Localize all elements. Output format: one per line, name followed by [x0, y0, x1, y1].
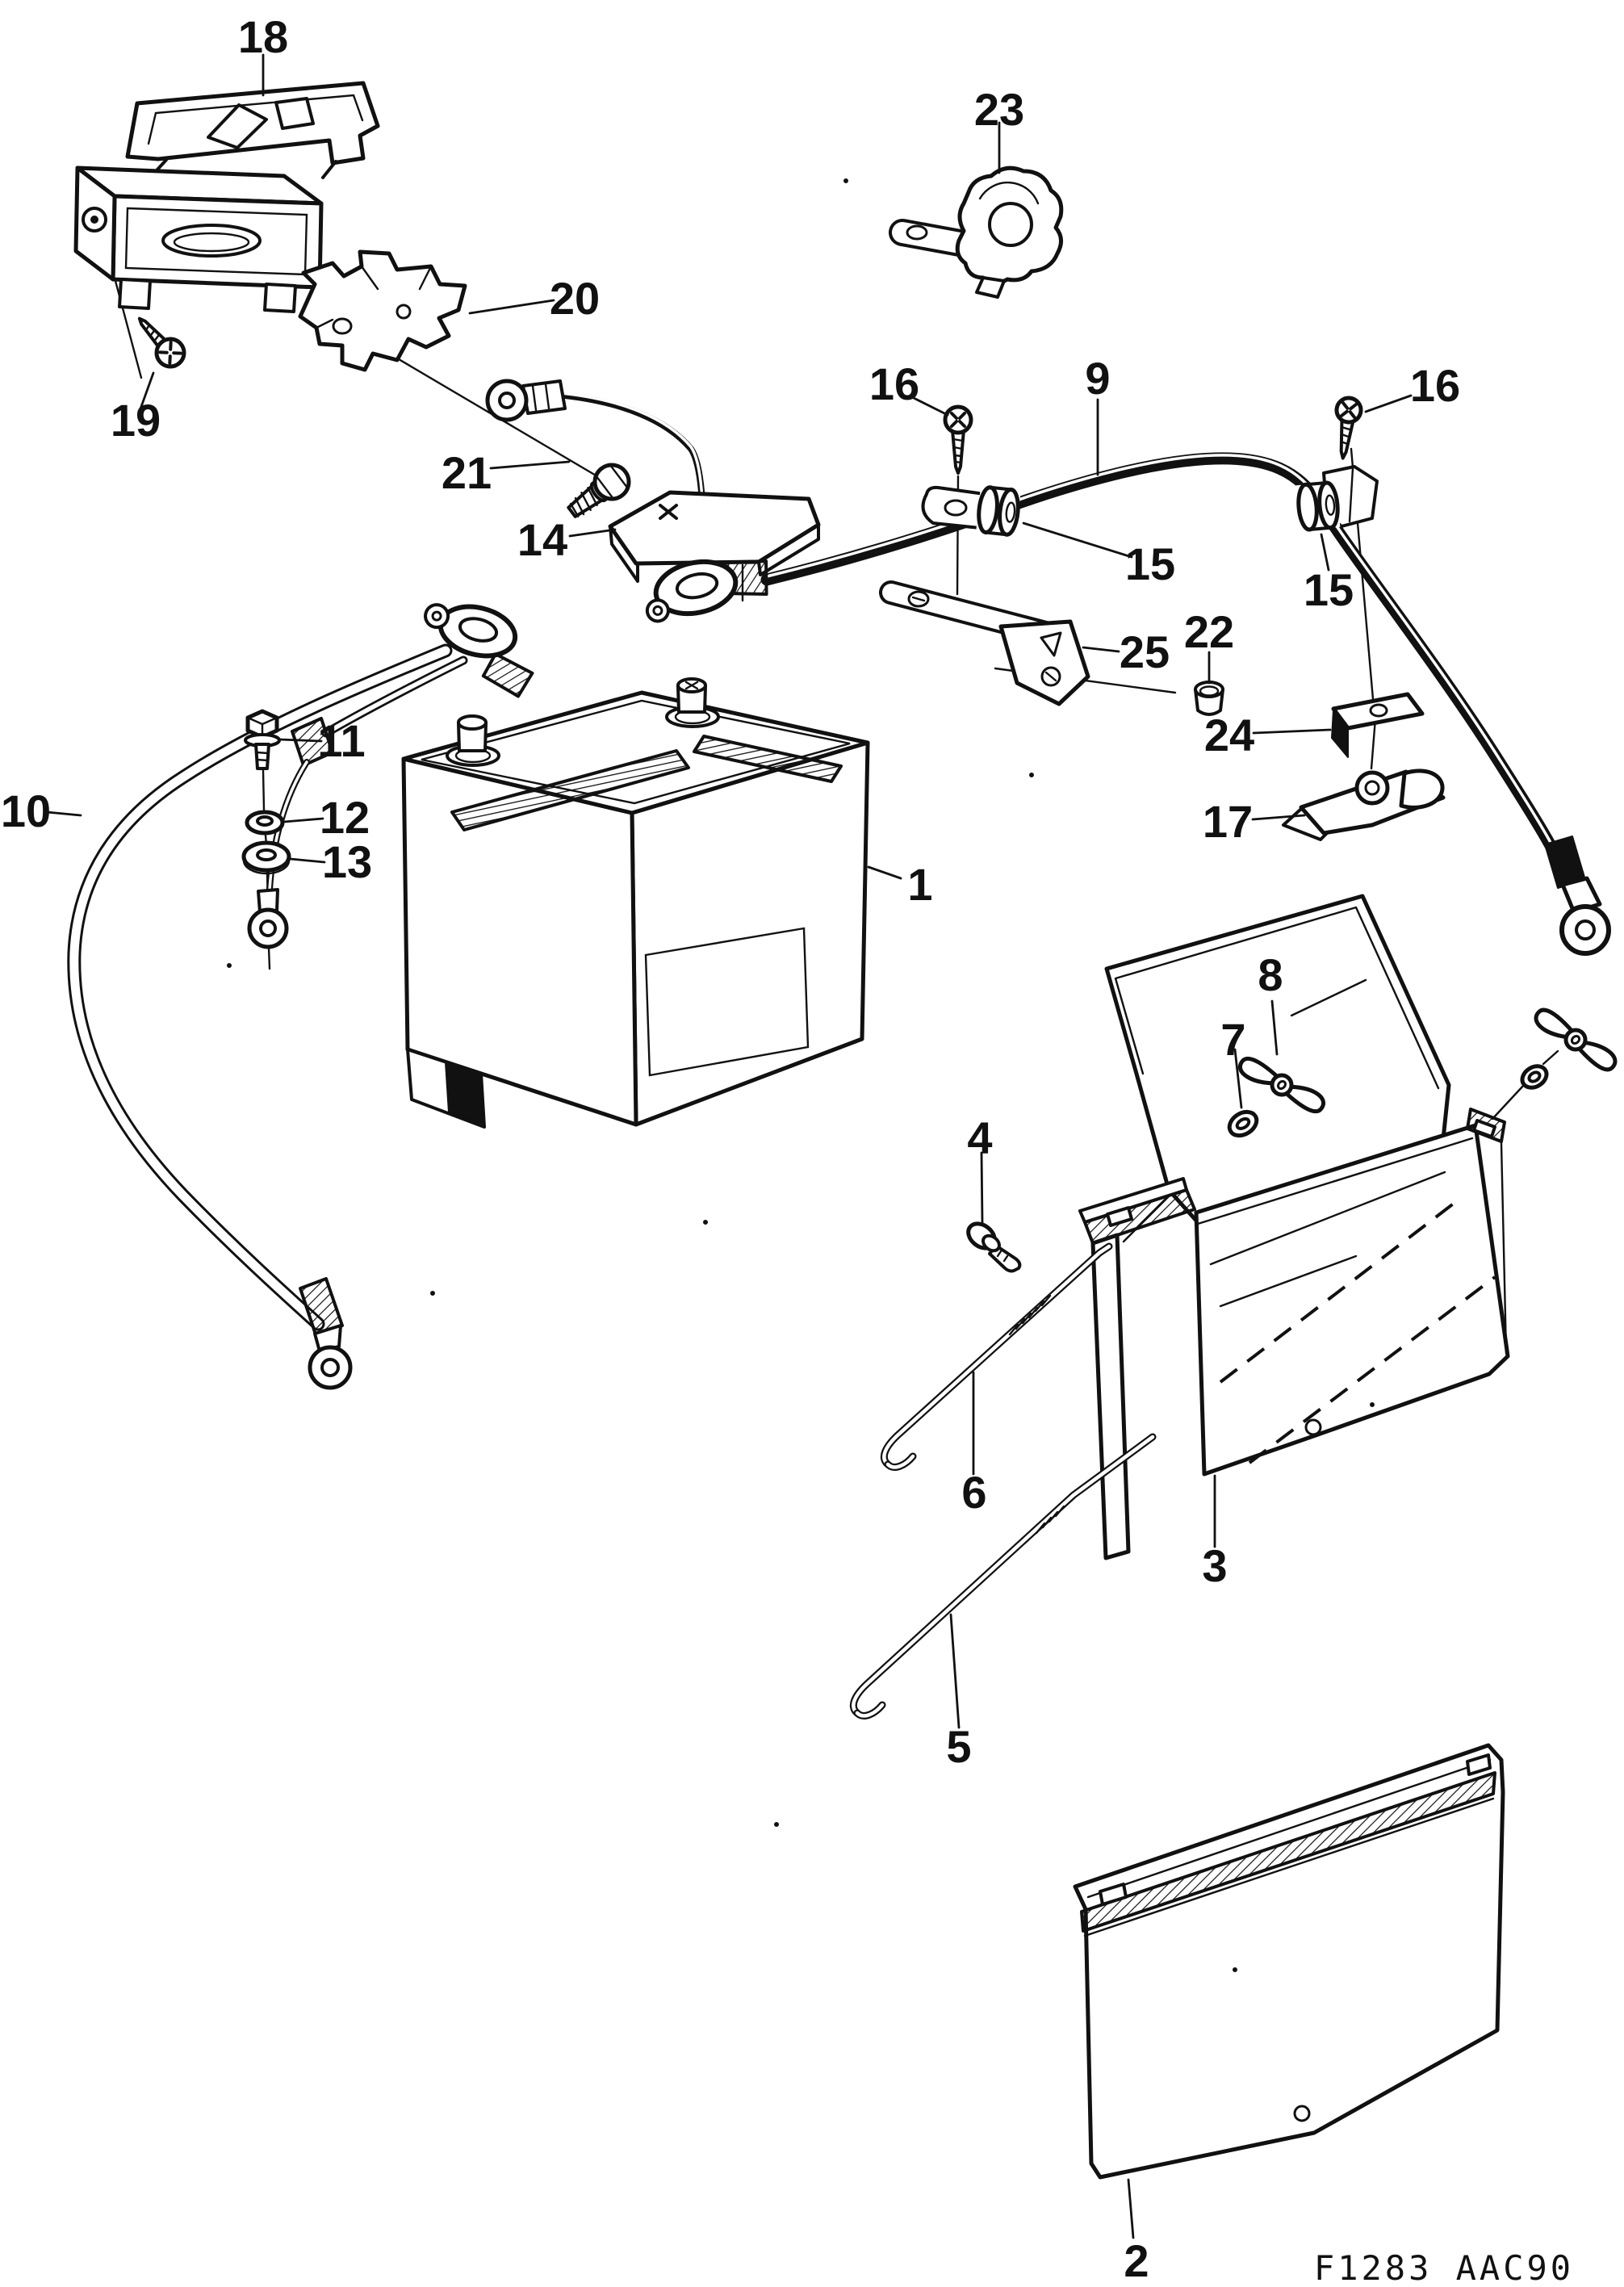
callout-10: 10: [1, 785, 51, 836]
callout-1: 1: [907, 859, 932, 910]
callout-25: 25: [1120, 626, 1170, 677]
vent-strip: [450, 749, 690, 831]
battery-cover: [1078, 894, 1510, 1560]
callout-13: 13: [322, 836, 372, 887]
clip-nut-17: [1282, 769, 1446, 841]
washer-12: [245, 810, 285, 836]
screw-16-right: [1334, 396, 1363, 460]
thread-section: [1035, 1505, 1065, 1535]
callout-5: 5: [946, 1721, 971, 1772]
callout-15-left: 15: [1125, 538, 1175, 589]
hook-rod-5: [849, 1433, 1157, 1719]
cross-mark: [659, 504, 678, 520]
hook-rod-6: [880, 1242, 1113, 1471]
drawing-code: F1283 AAC90: [1314, 2248, 1574, 2287]
callout-labels: 18 19 20 21 14 23 16 9 16 15 15 25 22 24…: [1, 11, 1460, 2286]
callout-12: 12: [320, 792, 370, 843]
screw-19: [137, 316, 186, 369]
callout-7: 7: [1220, 1014, 1245, 1065]
battery: [401, 677, 870, 1129]
callout-16-left: 16: [869, 358, 919, 409]
callout-14: 14: [517, 514, 567, 565]
grommet-15-left: [921, 485, 1021, 537]
callout-23: 23: [974, 84, 1024, 135]
callout-22: 22: [1184, 606, 1234, 657]
callout-4: 4: [967, 1112, 992, 1163]
grommet-15-right: [1295, 465, 1379, 532]
callout-16-right: 16: [1410, 360, 1460, 411]
callout-3: 3: [1202, 1540, 1227, 1591]
callout-9: 9: [1085, 353, 1110, 404]
lock-plate: [298, 249, 467, 372]
cable-clamp-23: [889, 165, 1064, 299]
wing-nut-right: [1534, 1007, 1618, 1072]
leader-lines: [45, 53, 1413, 2239]
washer-7: [1227, 1109, 1259, 1138]
positive-terminal-clamp: [645, 559, 768, 623]
battery-cable-9: [760, 452, 1611, 956]
terminal-cover: [608, 490, 821, 583]
bolt-11: [244, 709, 281, 770]
cover-panel: [1073, 1743, 1505, 2180]
screw-16-left: [943, 404, 973, 475]
washer-13: [241, 840, 291, 875]
callout-11: 11: [317, 715, 365, 766]
callout-18: 18: [238, 11, 288, 62]
washer-right: [1520, 1064, 1549, 1090]
callout-8: 8: [1258, 949, 1283, 1000]
bracket-25: [879, 580, 1090, 706]
callout-2: 2: [1124, 2235, 1149, 2286]
callout-21: 21: [442, 447, 492, 498]
ground-cable-10: [67, 643, 468, 1390]
battery-label-area: [644, 927, 810, 1077]
battery-post-left: [446, 714, 500, 767]
bolt-21: [567, 463, 631, 518]
callout-19: 19: [111, 395, 161, 446]
bolt-4: [966, 1221, 1022, 1273]
callout-20: 20: [550, 273, 600, 324]
wing-nut-8: [1237, 1056, 1326, 1114]
battery-post-right: [665, 677, 720, 728]
callout-17: 17: [1203, 796, 1253, 847]
speckles: [227, 178, 1375, 1972]
vent-strip: [693, 735, 843, 783]
fuse-box: [73, 81, 380, 313]
thread-section: [1008, 1294, 1052, 1336]
cable-crimp: [291, 717, 334, 767]
callout-24: 24: [1204, 710, 1254, 760]
angle-bracket-24: [1331, 692, 1425, 758]
callout-6: 6: [961, 1467, 986, 1518]
negative-terminal-clamp: [424, 603, 534, 698]
callout-15-right: 15: [1304, 564, 1354, 615]
